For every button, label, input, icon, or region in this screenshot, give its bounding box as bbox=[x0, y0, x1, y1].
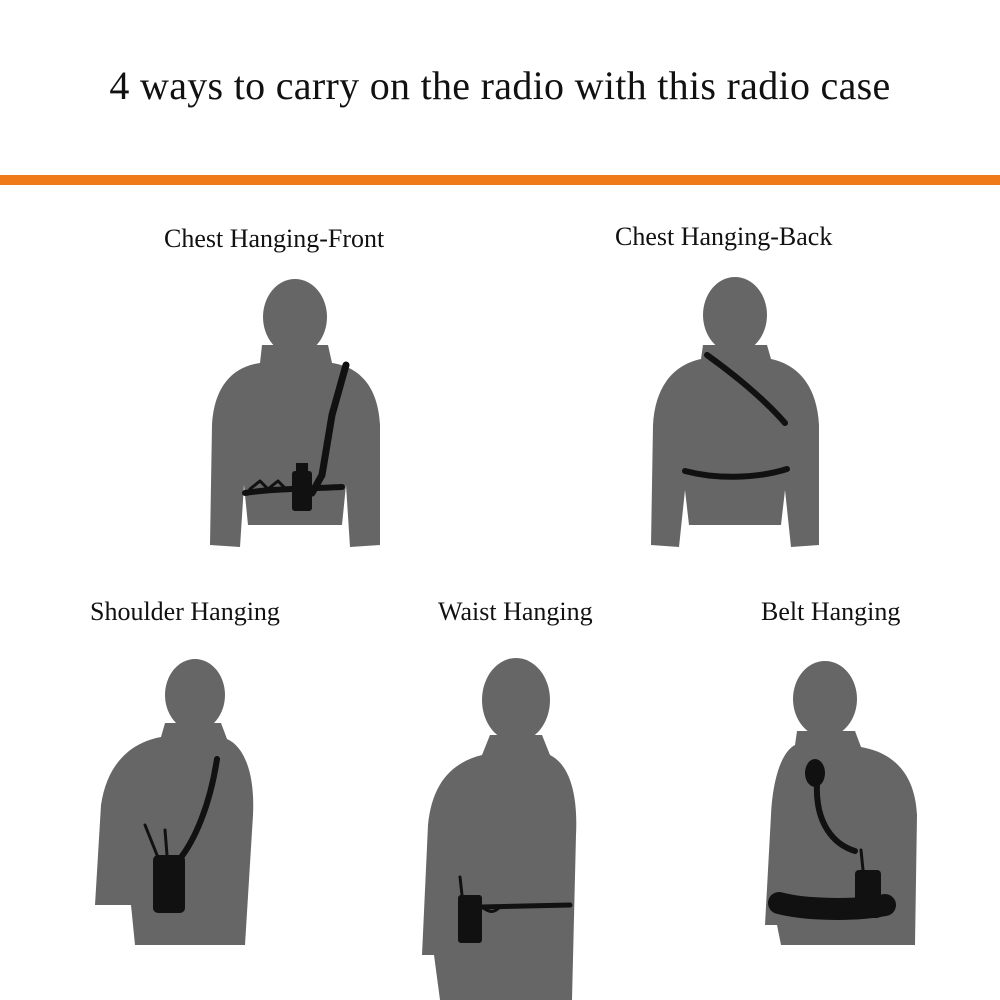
label-shoulder: Shoulder Hanging bbox=[90, 597, 280, 626]
person-chest-back-icon bbox=[651, 277, 819, 547]
label-waist: Waist Hanging bbox=[438, 597, 593, 626]
label-belt: Belt Hanging bbox=[761, 597, 901, 626]
label-chest-back: Chest Hanging-Back bbox=[615, 222, 833, 251]
person-belt-icon bbox=[765, 661, 917, 945]
page-title: 4 ways to carry on the radio with this r… bbox=[109, 63, 891, 108]
person-shoulder-icon bbox=[95, 659, 254, 945]
label-chest-front: Chest Hanging-Front bbox=[164, 224, 385, 253]
person-waist-icon bbox=[422, 658, 577, 1000]
person-chest-front-icon bbox=[210, 279, 380, 547]
orange-divider bbox=[0, 175, 1000, 185]
